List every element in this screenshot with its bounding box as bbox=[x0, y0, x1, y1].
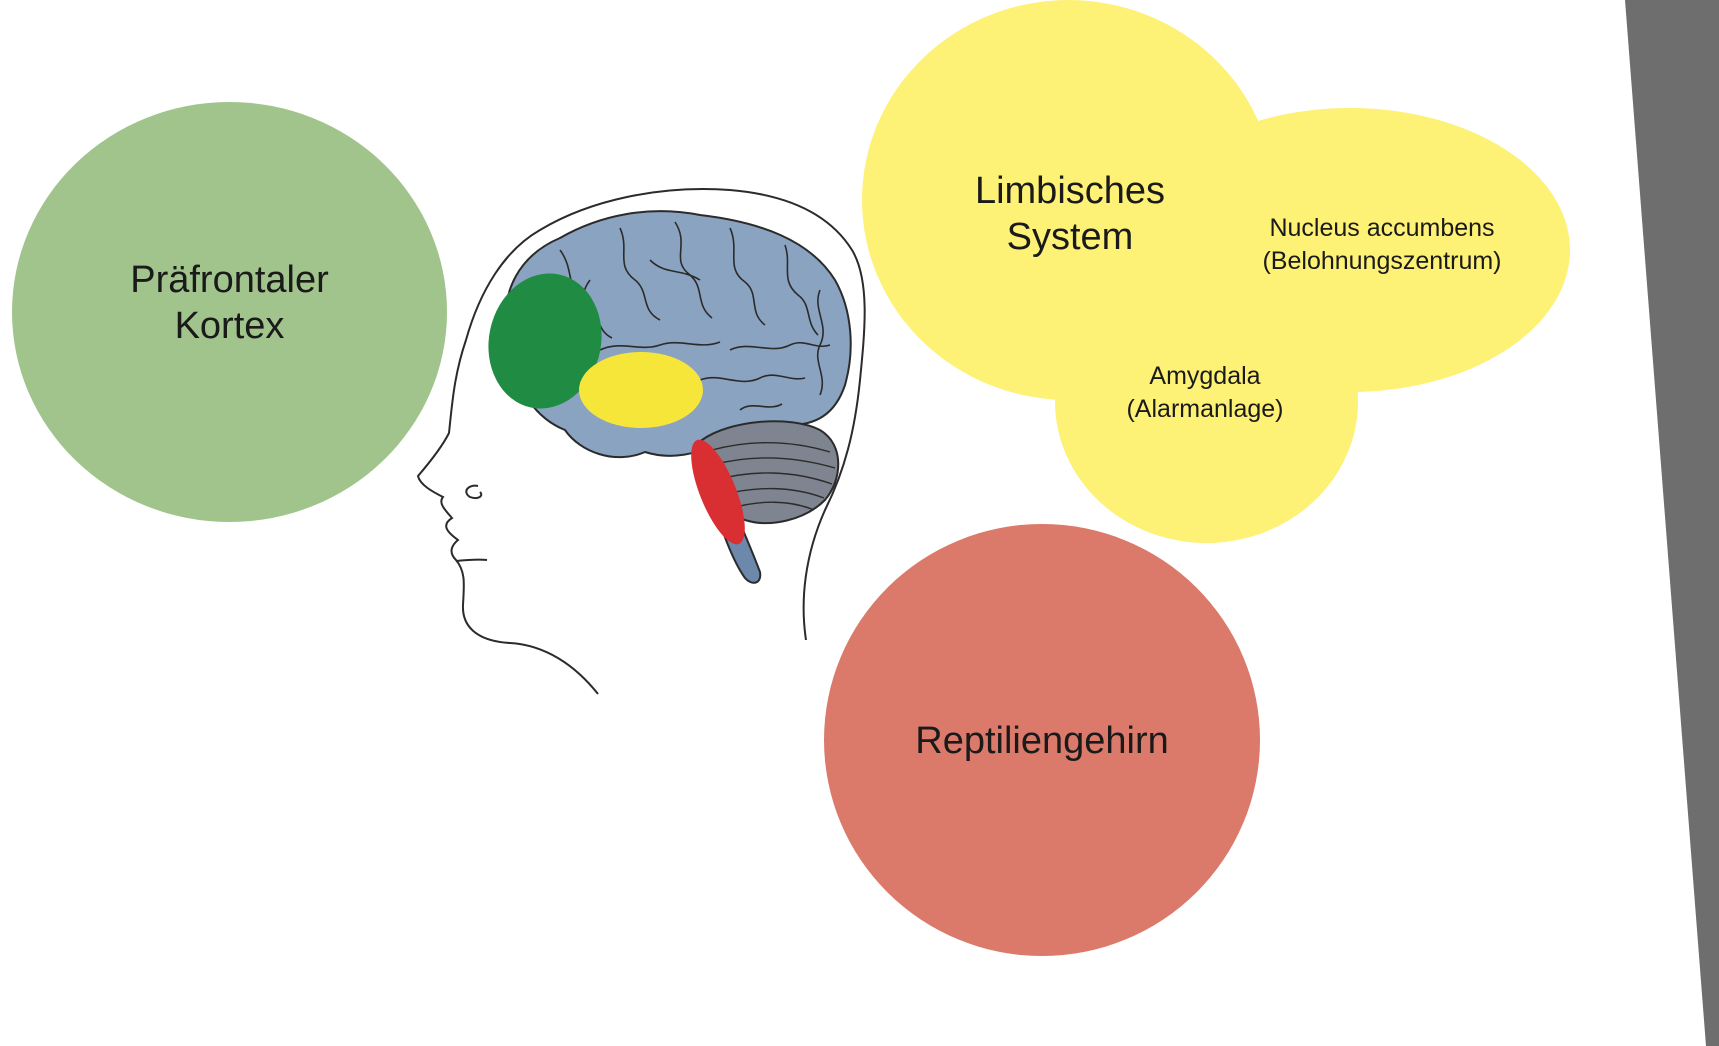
nose-detail bbox=[466, 486, 481, 498]
mouth-line bbox=[456, 560, 487, 561]
limbic-region-marker bbox=[579, 352, 703, 428]
